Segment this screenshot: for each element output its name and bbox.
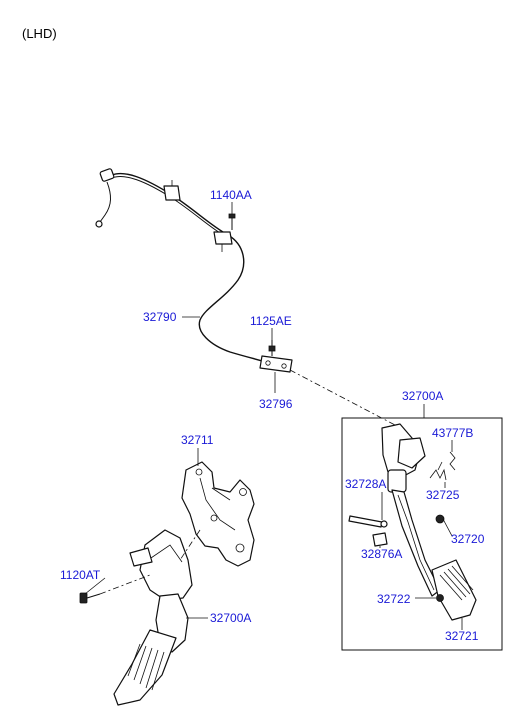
leader-lines (84, 202, 463, 630)
grommet-32796-icon (259, 340, 293, 373)
accelerator-pedal-main (113, 529, 193, 706)
pivot-pin-icon (348, 515, 388, 528)
variant-label: (LHD) (22, 26, 57, 41)
callout-32796[interactable]: 32796 (259, 397, 293, 411)
callout-1140aa[interactable]: 1140AA (210, 188, 252, 202)
detail-pedal-assembly (348, 423, 477, 621)
callout-1125ae[interactable]: 1125AE (250, 314, 292, 328)
clip-43777b-icon (449, 451, 456, 471)
cable-to-pedal-link (289, 369, 396, 426)
callout-32725[interactable]: 32725 (426, 488, 460, 502)
accelerator-cable (95, 168, 293, 373)
bolt-1120at-icon (79, 592, 101, 604)
callout-32700a-bottom[interactable]: 32700A (210, 611, 251, 625)
cable-clip-lower (213, 231, 233, 252)
callout-43777b[interactable]: 43777B (432, 426, 473, 440)
callout-32700a-top[interactable]: 32700A (402, 389, 443, 403)
cable-clip-upper (163, 180, 181, 201)
spring-icon (429, 461, 447, 481)
callout-32711[interactable]: 32711 (181, 433, 214, 447)
bushing-icon (372, 532, 388, 547)
callout-32721[interactable]: 32721 (445, 629, 479, 643)
callout-32876a[interactable]: 32876A (361, 547, 402, 561)
bracket-to-pedal-link (179, 529, 201, 561)
bolt-to-pedal-link (99, 574, 151, 595)
bolt-1140aa-icon (228, 213, 236, 230)
callout-1120at[interactable]: 1120AT (60, 568, 101, 582)
detail-box (341, 417, 503, 651)
callout-32790[interactable]: 32790 (143, 310, 177, 324)
callout-32720[interactable]: 32720 (451, 532, 485, 546)
callout-32728a[interactable]: 32728A (345, 477, 386, 491)
callout-32722[interactable]: 32722 (377, 592, 411, 606)
stopper-icon (436, 594, 444, 602)
pedal-bracket (181, 461, 255, 567)
nut-icon (435, 514, 445, 524)
